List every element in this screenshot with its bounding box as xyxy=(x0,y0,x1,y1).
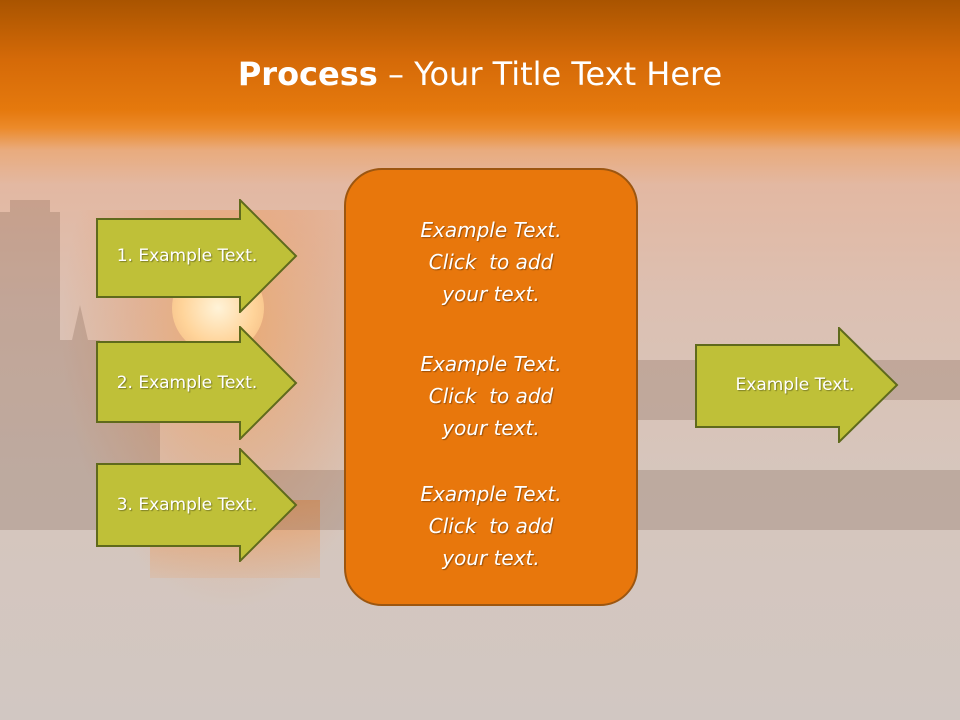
arrow-shape-icon xyxy=(96,326,298,440)
arrow-shape-icon xyxy=(96,199,298,313)
left-arrow-2[interactable]: 2. Example Text. xyxy=(96,326,298,440)
center-text-block-1[interactable]: Example Text. Click to add your text. xyxy=(346,214,636,310)
title-bold: Process xyxy=(237,55,378,93)
block-line: Click to add xyxy=(428,250,554,274)
center-text-block-2[interactable]: Example Text. Click to add your text. xyxy=(346,348,636,444)
block-line: Example Text. xyxy=(420,218,562,242)
left-arrow-1[interactable]: 1. Example Text. xyxy=(96,199,298,313)
right-arrow[interactable]: Example Text. xyxy=(695,327,899,443)
block-line: your text. xyxy=(442,546,540,570)
block-line: Example Text. xyxy=(420,482,562,506)
block-line: your text. xyxy=(442,416,540,440)
block-line: Click to add xyxy=(428,384,554,408)
arrow-shape-icon xyxy=(96,448,298,562)
arrow-label: Example Text. xyxy=(735,375,855,395)
arrow-shape-icon xyxy=(695,327,899,443)
block-line: Click to add xyxy=(428,514,554,538)
center-text-block-3[interactable]: Example Text. Click to add your text. xyxy=(346,478,636,574)
block-line: Example Text. xyxy=(420,352,562,376)
block-line: your text. xyxy=(442,282,540,306)
arrow-label: 3. Example Text. xyxy=(116,495,258,515)
left-arrow-3[interactable]: 3. Example Text. xyxy=(96,448,298,562)
title-separator: – xyxy=(377,55,415,93)
arrow-label: 1. Example Text. xyxy=(116,246,258,266)
slide-title: Process – Your Title Text Here xyxy=(0,52,960,96)
title-rest: Your Title Text Here xyxy=(414,55,723,93)
center-text-box[interactable]: Example Text. Click to add your text. Ex… xyxy=(344,168,638,606)
arrow-label: 2. Example Text. xyxy=(116,373,258,393)
